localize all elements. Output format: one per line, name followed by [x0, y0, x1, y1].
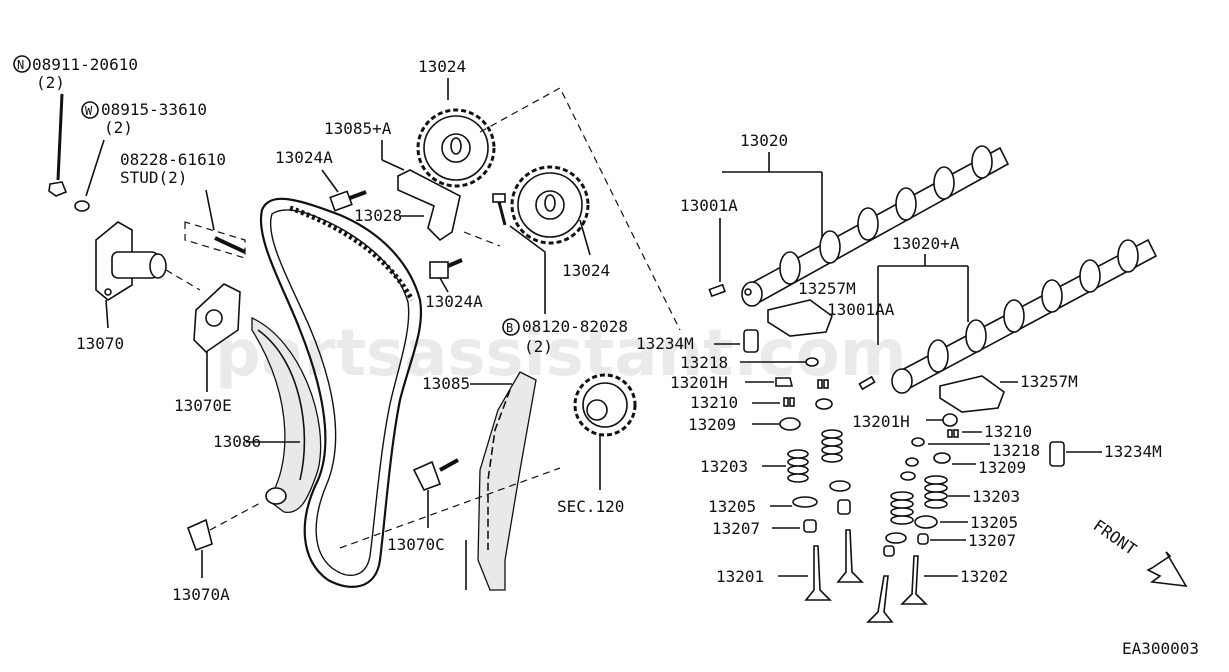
- label-13024-mid[interactable]: 13024: [562, 261, 610, 280]
- label-13024a-top[interactable]: 13024A: [275, 148, 333, 167]
- washer-08915-group: W 08915-33610 (2): [74, 100, 207, 212]
- label-13234m-right[interactable]: 13234M: [1104, 442, 1162, 461]
- front-arrow-icon: [1146, 551, 1188, 587]
- label-13207-left[interactable]: 13207: [712, 519, 760, 538]
- label-13201h-right[interactable]: 13201H: [852, 412, 910, 431]
- label-13205-left[interactable]: 13205: [708, 497, 756, 516]
- label-08915-qty: (2): [104, 118, 133, 137]
- label-stud: STUD(2): [120, 168, 187, 187]
- label-13209-right[interactable]: 13209: [978, 458, 1026, 477]
- label-08911-20610[interactable]: 08911-20610: [32, 55, 138, 74]
- camshaft-13020a: 13020+A: [877, 234, 1158, 394]
- label-08228-61610[interactable]: 08228-61610: [120, 150, 226, 169]
- circle-marker-n: [13, 55, 31, 73]
- label-13085a[interactable]: 13085+A: [324, 119, 392, 138]
- washer-icon: [74, 200, 90, 212]
- label-13218-right[interactable]: 13218: [992, 441, 1040, 460]
- circle-marker-w: [81, 101, 99, 119]
- label-13070c[interactable]: 13070C: [387, 535, 445, 554]
- crank-sprocket-sec120: SEC.120: [557, 373, 637, 516]
- label-13234m-left[interactable]: 13234M: [636, 334, 694, 353]
- label-13024a-mid[interactable]: 13024A: [425, 292, 483, 311]
- label-13020[interactable]: 13020: [740, 131, 788, 150]
- bolt-13024a-mid: 13024A: [425, 258, 483, 311]
- circle-marker-b: [502, 318, 520, 336]
- stud-08228-group: 08228-61610 STUD(2): [120, 150, 246, 259]
- dowel-13001aa: 13001AA: [827, 300, 895, 391]
- label-13209-left[interactable]: 13209: [688, 415, 736, 434]
- front-label: FRONT: [1090, 516, 1141, 559]
- label-13020a[interactable]: 13020+A: [892, 234, 960, 253]
- label-08120-82028[interactable]: 08120-82028: [522, 317, 628, 336]
- label-13070[interactable]: 13070: [76, 334, 124, 353]
- label-13001aa[interactable]: 13001AA: [827, 300, 895, 319]
- timing-chain: [259, 197, 422, 588]
- bolt-08120-group: B 08120-82028 (2): [492, 193, 628, 356]
- label-sec120[interactable]: SEC.120: [557, 497, 624, 516]
- label-13001a[interactable]: 13001A: [680, 196, 738, 215]
- label-13257m-left[interactable]: 13257M: [798, 279, 856, 298]
- label-13201h-left[interactable]: 13201H: [670, 373, 728, 392]
- valve-stack-left: 13234M 13218 13201H 13210 13209 13203: [636, 329, 864, 601]
- marker-n-text: N: [17, 58, 24, 72]
- label-08915-33610[interactable]: 08915-33610: [101, 100, 207, 119]
- bolt-13024a-top: 13024A: [275, 148, 367, 212]
- camshaft-13020: 13020: [722, 131, 1010, 307]
- label-13207-right[interactable]: 13207: [968, 531, 1016, 550]
- label-13085[interactable]: 13085: [422, 374, 470, 393]
- valve-stack-right: 13201H 13210 13218 13209 13234M 13203: [852, 412, 1162, 623]
- bolt-13070c: 13070C: [339, 458, 561, 554]
- chain-tensioner-13070: 13070: [76, 221, 201, 353]
- slack-guide-13086: 13086: [213, 316, 322, 513]
- label-13086[interactable]: 13086: [213, 432, 261, 451]
- rocker-13257m-right: 13257M: [939, 372, 1078, 413]
- marker-b-text: B: [506, 321, 513, 335]
- nut-icon: [48, 181, 68, 197]
- label-13201[interactable]: 13201: [716, 567, 764, 586]
- label-13203-right[interactable]: 13203: [972, 487, 1020, 506]
- label-13210-right[interactable]: 13210: [984, 422, 1032, 441]
- label-13203-left[interactable]: 13203: [700, 457, 748, 476]
- label-13218-left[interactable]: 13218: [680, 353, 728, 372]
- rocker-13257m-left: 13257M: [767, 279, 856, 337]
- dowel-13001a: 13001A: [680, 196, 738, 298]
- footer-code: EA300003: [1122, 639, 1199, 658]
- label-08120-qty: (2): [524, 337, 553, 356]
- gasket-13070e: 13070E: [174, 283, 241, 415]
- nut-08911-group: N 08911-20610 (2): [13, 55, 138, 197]
- label-13210-left[interactable]: 13210: [690, 393, 738, 412]
- sprocket-13024-top: 13024: [416, 57, 496, 188]
- sprocket-13024-mid: 13024: [510, 165, 610, 280]
- front-arrow: FRONT: [1090, 516, 1188, 587]
- label-13028[interactable]: 13028: [354, 206, 402, 225]
- chain-guide-13085a: 13085+A 13028: [324, 119, 461, 242]
- label-08911-qty: (2): [36, 73, 65, 92]
- label-13202[interactable]: 13202: [960, 567, 1008, 586]
- tension-guide-13085: 13085: [422, 371, 537, 591]
- label-13070e[interactable]: 13070E: [174, 396, 232, 415]
- label-13205-right[interactable]: 13205: [970, 513, 1018, 532]
- label-13070a[interactable]: 13070A: [172, 585, 230, 604]
- label-13257m-right[interactable]: 13257M: [1020, 372, 1078, 391]
- marker-w-text: W: [85, 104, 93, 118]
- bolt-13070a: 13070A: [172, 501, 263, 604]
- label-13024-top[interactable]: 13024: [418, 57, 466, 76]
